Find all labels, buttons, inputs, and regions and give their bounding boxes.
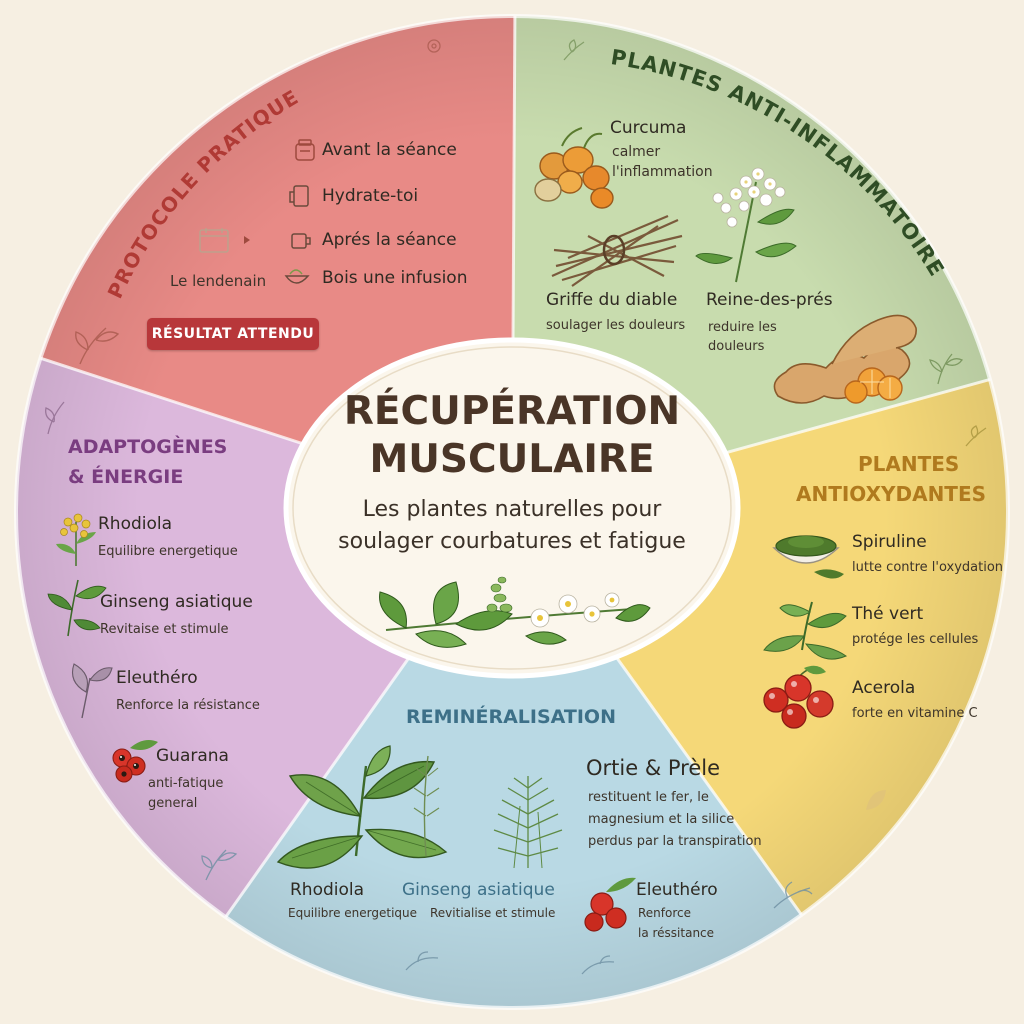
center-subtitle-line1: Les plantes naturelles pour: [362, 497, 662, 522]
teacup-icon: [284, 269, 310, 284]
horsetail-icon: [493, 776, 563, 869]
acerola-name: Acerola: [852, 678, 916, 698]
adapt-eleuthero-name: Eleuthéro: [116, 668, 198, 688]
calendar-icon: [199, 228, 229, 253]
herb-doodle-icon: [405, 951, 439, 971]
turmeric-icon: [534, 127, 614, 209]
ginger-icon: [773, 314, 917, 404]
adapt-eleuthero-desc: Renforce la résistance: [116, 698, 260, 713]
the-vert-name: Thé vert: [852, 604, 924, 624]
reine-name: Reine-des-prés: [706, 290, 833, 310]
protocole-step-1: Avant la séance: [322, 140, 457, 160]
remin-eleuthero-name: Eleuthéro: [636, 880, 718, 900]
leaf-sprig-icon: [75, 327, 120, 365]
result-badge: RÉSULTAT ATTENDU: [147, 318, 319, 350]
green-tea-leaf-icon: [763, 601, 848, 660]
adapt-guarana-desc-line2: general: [148, 796, 198, 811]
adapt-rhodiola-desc: Equilibre energetique: [98, 544, 238, 559]
acerola-desc: forte en vitamine C: [852, 706, 978, 721]
remin-ginseng-name: Ginseng asiatique: [402, 880, 555, 900]
jar-icon: [295, 139, 315, 161]
center-oval: [283, 337, 741, 679]
griffe-name: Griffe du diable: [546, 290, 678, 310]
herb-doodle-icon: [965, 425, 987, 447]
protocole-next-day: Le lendenain: [170, 272, 267, 290]
remineralisation-title: REMINÉRALISATION: [406, 706, 616, 728]
rhodiola-flower-icon: [56, 513, 96, 566]
herb-doodle-icon: [773, 881, 813, 909]
herb-bouquet-icon: [379, 576, 651, 648]
center-subtitle-line2: soulager courbatures et fatigue: [338, 529, 686, 554]
adapt-ginseng-name: Ginseng asiatique: [100, 592, 253, 612]
cup-icon: [289, 185, 309, 207]
acerola-cherry-icon: [763, 665, 834, 729]
adaptogenes-title-line2: & ÉNERGIE: [68, 466, 184, 488]
herb-doodle-icon: [201, 849, 238, 881]
remin-eleuthero-desc-line2: la réssitance: [638, 926, 715, 940]
antioxydantes-title-line2: ANTIOXYDANTES: [796, 482, 987, 506]
remin-rhodiola-desc: Equilibre energetique: [288, 906, 418, 920]
eleuthero-berry-icon: [584, 877, 636, 932]
herb-doodle-icon: [563, 39, 585, 61]
ginseng-leaf-icon: [47, 579, 107, 637]
adapt-rhodiola-name: Rhodiola: [98, 514, 173, 534]
reine-desc-line2: douleurs: [708, 339, 765, 354]
ortie-prele-desc-line3: perdus par la transpiration: [588, 834, 762, 849]
remin-ginseng-desc: Revitialise et stimule: [430, 906, 556, 920]
adapt-guarana-name: Guarana: [156, 746, 229, 766]
the-vert-desc: protége les cellules: [852, 632, 979, 647]
remin-eleuthero-desc-line1: Renforce: [638, 906, 692, 920]
leaf-doodle-icon: [866, 790, 886, 810]
spiruline-name: Spiruline: [852, 532, 927, 552]
eleuthero-leaf-icon: [71, 663, 113, 719]
herb-doodle-icon: [929, 353, 963, 385]
nettle-icon: [276, 745, 448, 869]
arrow-icon: [244, 236, 250, 244]
curcuma-desc-line2: l'inflammation: [612, 164, 713, 180]
spiruline-desc: lutte contre l'oxydation: [852, 560, 1004, 575]
herb-doodle-icon: [581, 955, 615, 975]
protocole-step-4: Bois une infusion: [322, 268, 468, 288]
ortie-prele-name: Ortie & Prèle: [586, 756, 721, 780]
herb-doodle-icon: [45, 401, 65, 435]
guarana-berry-icon: [112, 740, 158, 783]
ortie-prele-desc-line1: restituent le fer, le: [588, 790, 709, 805]
curcuma-desc-line1: calmer: [612, 144, 661, 160]
protocole-step-2: Hydrate-toi: [322, 186, 419, 206]
adaptogenes-title-line1: ADAPTOGÈNES: [68, 436, 228, 458]
adapt-guarana-desc-line1: anti-fatique: [148, 776, 224, 791]
center-title-line1: RÉCUPÉRATION: [343, 389, 681, 434]
protocole-step-3: Aprés la séance: [322, 230, 457, 250]
flower-doodle-icon: [427, 39, 441, 53]
adapt-ginseng-desc: Revitaise et stimule: [100, 622, 229, 637]
curcuma-name: Curcuma: [610, 118, 687, 138]
meadowsweet-icon: [695, 167, 797, 283]
reine-desc-line1: reduire les: [708, 320, 777, 335]
remin-rhodiola-name: Rhodiola: [290, 880, 365, 900]
griffe-desc: soulager les douleurs: [546, 318, 686, 333]
center-title-line2: MUSCULAIRE: [369, 437, 655, 482]
antioxydantes-title-line1: PLANTES: [858, 452, 960, 476]
spirulina-bowl-icon: [772, 535, 844, 579]
ortie-prele-desc-line2: magnesium et la silice: [588, 812, 735, 827]
root-bundle-icon: [551, 214, 683, 287]
mug-icon: [291, 233, 311, 249]
